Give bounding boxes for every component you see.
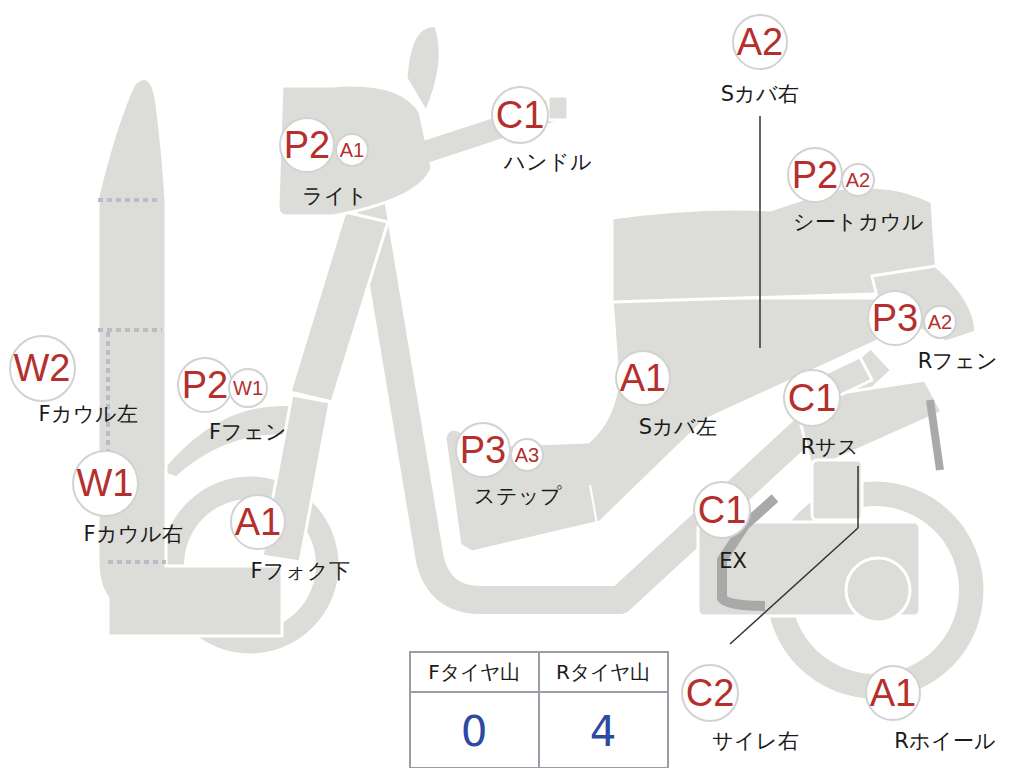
rear-fender [872,266,976,342]
callout-code: W1 [77,464,134,502]
leader-line [857,466,859,528]
part-name: ハンドル [504,151,592,174]
callout-code: A2 [846,170,870,190]
callout-code: C1 [496,96,545,134]
tire-table [410,652,668,768]
part-name: サイレ右 [712,730,799,753]
part-name: ライト [302,185,368,208]
callout-circle: W2 [9,335,76,402]
cowl-division [108,560,166,564]
callout-code: P3 [460,431,506,469]
callout-code: P3 [872,299,918,337]
callout-code: C2 [686,674,735,712]
part-name: Fフォク下 [250,560,349,583]
callout-circle: P2 [787,147,843,203]
callout-code: W2 [14,349,71,387]
callout-code: P2 [284,126,330,164]
callout-circle: W1 [72,450,139,517]
callout-circle: P3 [455,422,511,478]
callout-circle: A2 [732,14,788,70]
callout-code: W1 [233,378,263,398]
rear-hub [846,558,910,622]
callout-code: A1 [340,140,364,160]
table-rule [538,652,540,768]
cowl-division [98,198,160,202]
callout-circle: A1 [615,350,671,406]
part-name: ステップ [474,485,562,508]
callout-code: P2 [182,366,228,404]
callout-circle: C1 [491,86,550,145]
part-name: Sカバ右 [721,83,799,106]
part-name: Fフェン [209,421,287,444]
callout-circle: C2 [681,664,740,723]
leader-line [759,116,761,348]
part-name: Fカウル左 [38,403,137,426]
table-frame [410,652,668,768]
callout-code: C1 [698,491,747,529]
rear-shock-lower [812,460,862,520]
grip [548,96,568,120]
callout-circle: W1 [228,368,268,408]
callout-code: A1 [870,674,916,712]
callout-circle: P3 [867,290,923,346]
table-header: Rタイヤ山 [556,661,650,683]
cowl-division [98,328,162,332]
rear-rod [930,400,940,470]
callout-code: A2 [928,312,952,332]
table-header: Fタイヤ山 [428,661,520,683]
part-name: EX [719,550,747,573]
callout-code: A1 [620,359,666,397]
part-name: Rサス [801,436,860,459]
callout-code: P2 [792,156,838,194]
table-value: 4 [590,709,617,755]
headlight-body [278,85,432,216]
mirror [406,26,440,112]
part-name: シートカウル [793,211,924,234]
part-name: Rフェン [918,350,999,373]
table-value: 0 [461,709,488,755]
callout-code: A3 [515,445,539,465]
steering-column [290,212,388,402]
callout-code: A2 [737,23,783,61]
leader-line [730,528,858,644]
part-name: Sカバ左 [639,416,717,439]
callout-code: A1 [235,503,281,541]
part-name: Rホイール [894,730,996,753]
callout-circle: P2 [279,117,335,173]
callout-circle: A1 [865,665,921,721]
step-seam [590,485,598,530]
callout-circle: C1 [693,481,752,540]
callout-code: C1 [788,379,837,417]
callout-circle: C1 [783,369,842,428]
side-cover [445,298,888,552]
part-name: Fカウル右 [83,523,182,546]
front-cowl [98,78,282,636]
callout-circle: P2 [177,357,233,413]
callout-circle: A1 [230,494,286,550]
